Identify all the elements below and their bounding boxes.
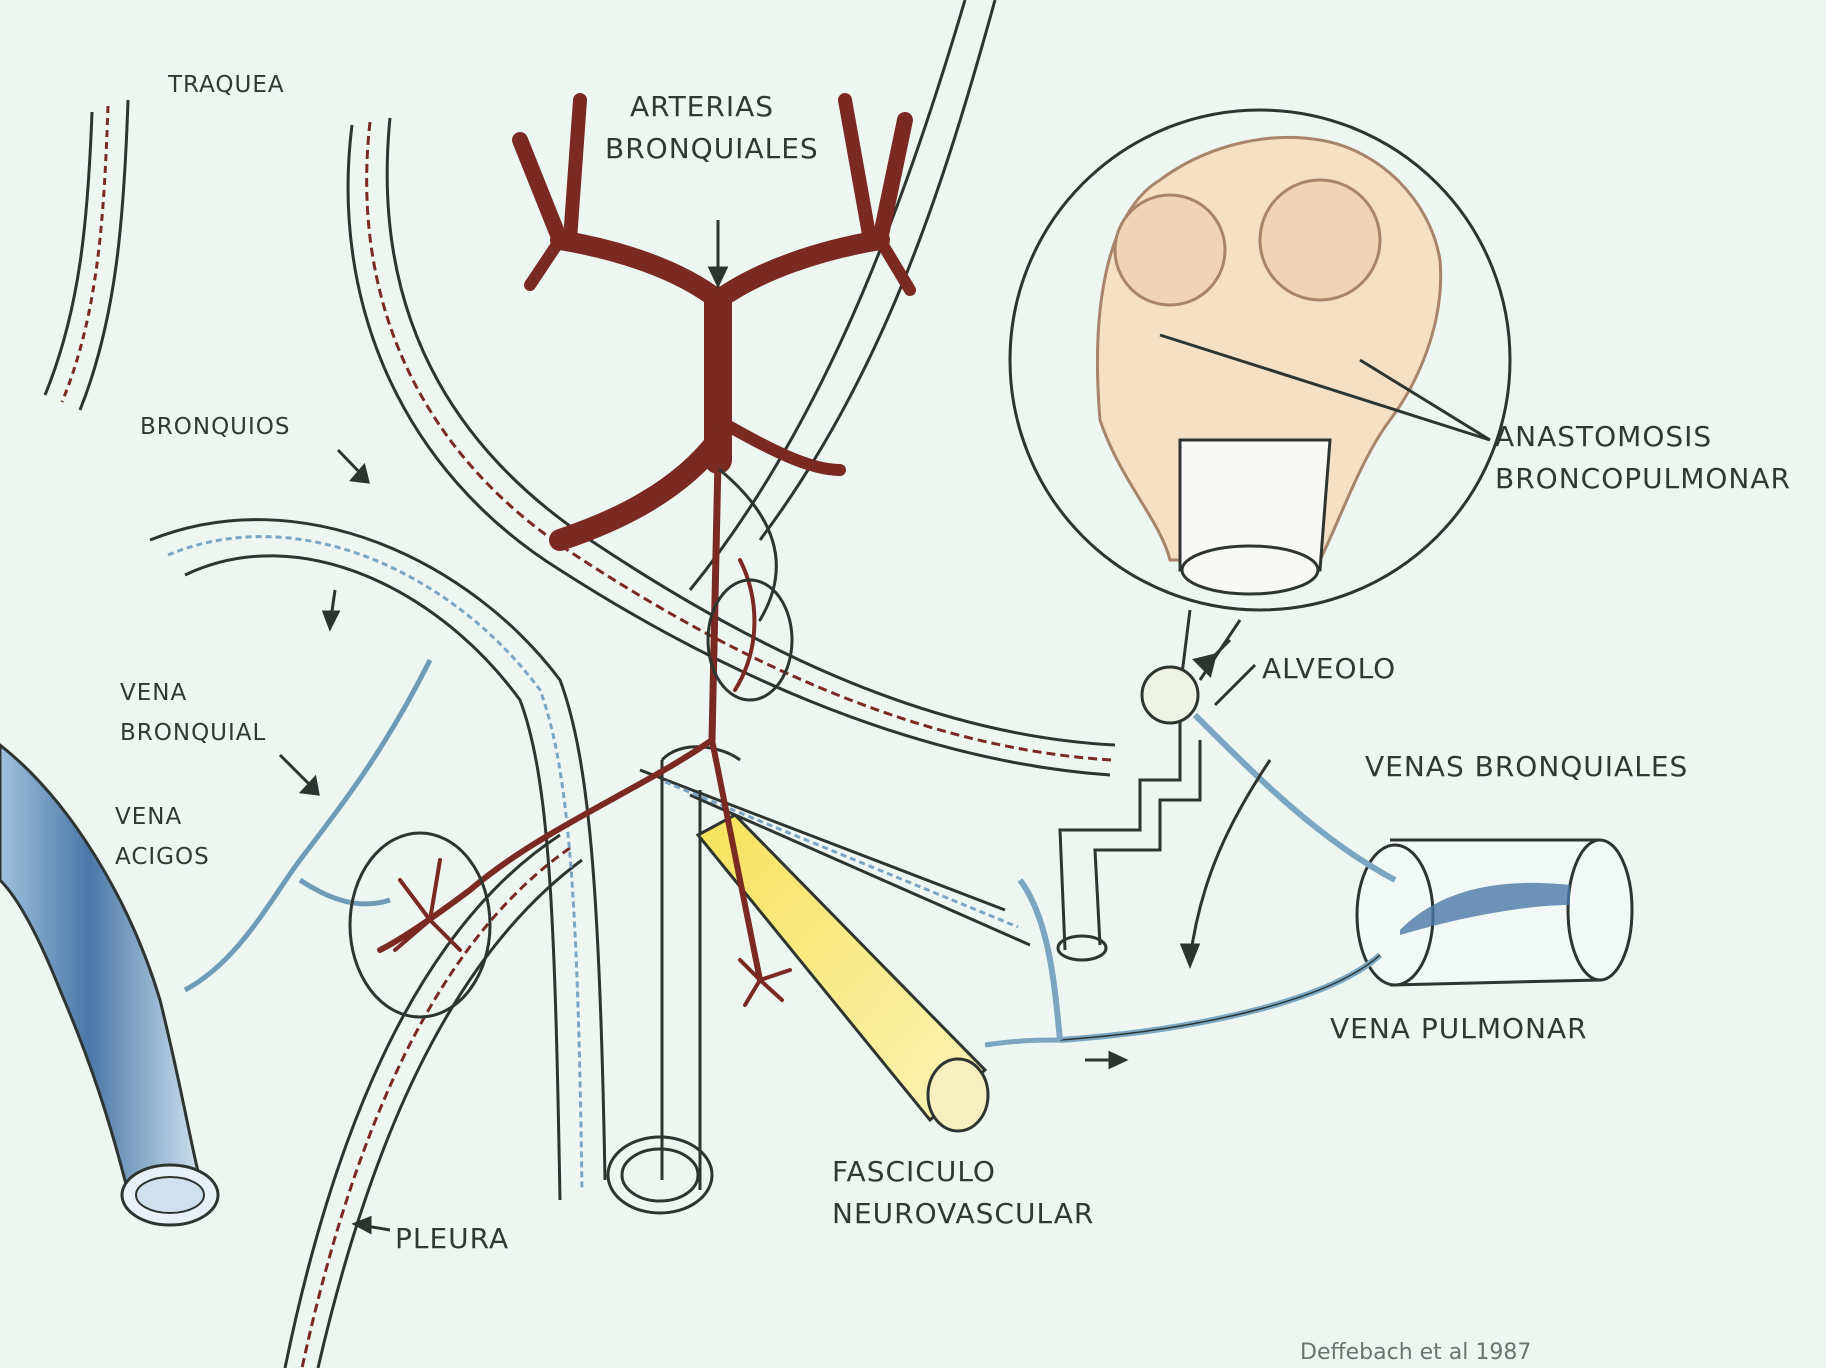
label-vena-bronquial-line2: BRONQUIAL <box>120 716 266 750</box>
trachea-drawing <box>45 100 128 410</box>
label-vena-bronquial-line1: VENA <box>120 676 187 710</box>
bronchial-veins-right-drawing <box>1020 715 1395 1040</box>
label-vena-acigos-line1: VENA <box>115 800 182 834</box>
pulmonary-vein-drawing <box>1060 840 1632 1040</box>
label-anastomosis-line2: BRONCOPULMONAR <box>1495 462 1791 496</box>
label-vena-pulmonar: VENA PULMONAR <box>1330 1012 1588 1046</box>
azygos-vein-drawing <box>0 745 218 1225</box>
label-alveolo: ALVEOLO <box>1262 652 1396 686</box>
label-fasciculo-line2: NEUROVASCULAR <box>832 1197 1094 1231</box>
label-fasciculo-line1: FASCICULO <box>832 1155 996 1189</box>
credit-text: Deffebach et al 1987 <box>1300 1340 1531 1365</box>
label-bronquios: BRONQUIOS <box>140 410 291 444</box>
label-vena-acigos-line2: ACIGOS <box>115 840 210 874</box>
label-pleura: PLEURA <box>395 1222 509 1256</box>
alveolus-magnified <box>1010 110 1510 723</box>
label-arterias-bronquiales-line1: ARTERIAS <box>630 90 774 124</box>
bronchial-artery-tree <box>380 100 910 1005</box>
label-traquea: TRAQUEA <box>168 68 285 102</box>
label-anastomosis-line1: ANASTOMOSIS <box>1495 420 1712 454</box>
label-venas-bronquiales: VENAS BRONQUIALES <box>1365 750 1688 784</box>
small-bronchus-drawing <box>150 520 1030 1213</box>
label-arterias-bronquiales-line2: BRONQUIALES <box>605 132 819 166</box>
